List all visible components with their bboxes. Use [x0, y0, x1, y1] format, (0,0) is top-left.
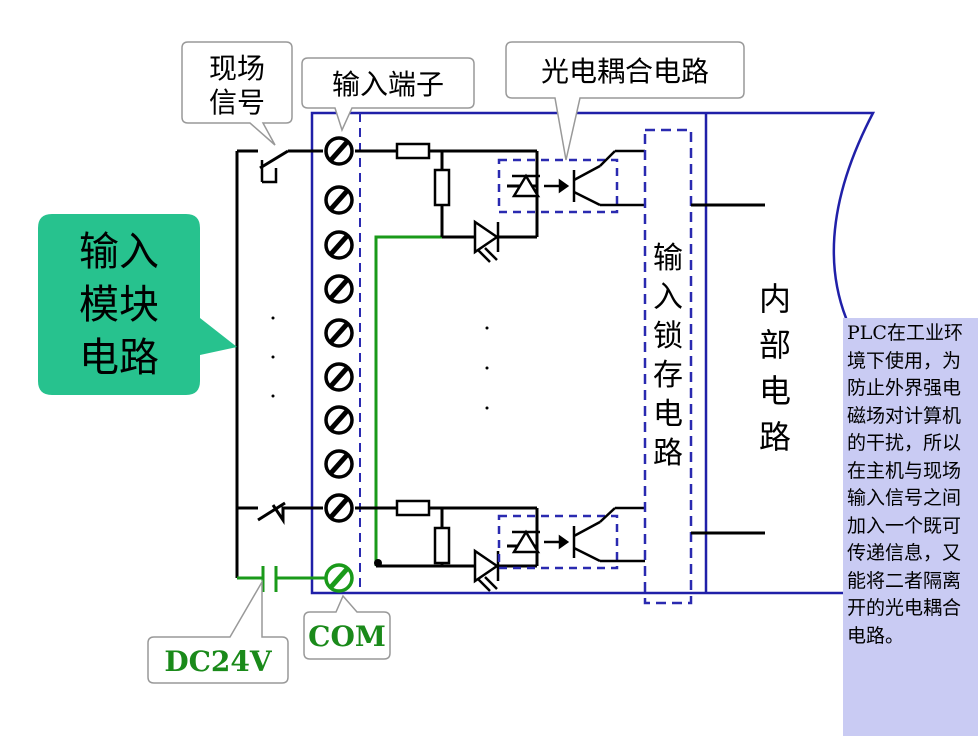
explanation-note: PLC在工业环境下使用，为防止外界强电磁场对计算机的干扰，所以在主机与现场输入信…	[843, 318, 978, 736]
dc24v-label: DC24V	[164, 645, 273, 678]
opto-led	[511, 173, 541, 198]
com-callout	[303, 594, 391, 660]
terminal-slot	[329, 366, 349, 388]
input-module-line1: 输入	[79, 229, 159, 275]
dot	[485, 366, 489, 370]
phototransistor-emitter	[573, 546, 601, 563]
top-led-indicator	[473, 219, 500, 263]
internal-circuit-label: 内 部 电 路	[759, 280, 791, 456]
module-frame	[310, 111, 878, 595]
led-triangle	[473, 548, 500, 584]
terminal-slot	[329, 140, 349, 162]
input-latch-label: 输 入 锁 存 电 路	[653, 241, 683, 471]
bottom-switch-blade	[257, 501, 286, 522]
ellipsis-dots-middle	[485, 326, 489, 410]
led-triangle	[473, 219, 500, 255]
top-optocoupler-box	[497, 158, 619, 214]
latch-char: 输	[653, 241, 683, 276]
internal-char: 电	[759, 372, 791, 410]
bottom-optocoupler-box	[497, 514, 619, 570]
terminal-slot	[329, 322, 349, 344]
dot	[485, 406, 489, 410]
terminal-slot	[329, 497, 349, 519]
com-label: COM	[308, 620, 386, 653]
latch-char: 存	[653, 358, 683, 393]
input-module-line3: 电路	[79, 335, 159, 381]
phototransistor-emitter	[573, 190, 601, 207]
terminal-slot	[329, 278, 349, 300]
output-wire	[599, 507, 616, 523]
opto-led	[511, 529, 541, 554]
top-switch-blade	[259, 149, 289, 170]
input-module-line2: 模块	[79, 282, 159, 328]
dc24v-callout	[147, 579, 289, 684]
terminal-slot	[329, 567, 349, 589]
led-ray	[477, 249, 491, 263]
opto-arrowhead	[558, 178, 570, 194]
input-terminal-callout	[301, 57, 475, 133]
bottom-optocoupler	[511, 506, 645, 563]
latch-char: 电	[653, 397, 683, 432]
phototransistor-collector	[573, 520, 601, 538]
terminal-slot	[329, 189, 349, 211]
optocoupler-callout	[505, 41, 745, 161]
internal-char: 路	[759, 418, 791, 456]
latch-char: 路	[653, 436, 683, 471]
led-ray	[477, 578, 491, 592]
junction-dot	[374, 559, 382, 567]
top-switch-contact	[262, 168, 278, 184]
bottom-channel-circuit	[355, 499, 539, 568]
latch-char: 锁	[653, 319, 683, 354]
output-wire	[599, 150, 616, 167]
shunt-resistor	[433, 526, 451, 565]
shunt-resistor	[433, 168, 451, 207]
dot	[271, 394, 275, 398]
internal-char: 内	[759, 280, 791, 318]
terminal-slot	[329, 409, 349, 431]
latch-char: 入	[653, 280, 683, 315]
internal-char: 部	[759, 326, 791, 364]
series-resistor	[395, 142, 431, 160]
led-ray	[484, 576, 498, 590]
series-resistor	[395, 499, 431, 517]
terminal-slot	[329, 453, 349, 475]
bottom-led-indicator	[473, 548, 500, 592]
dot	[271, 355, 275, 359]
top-optocoupler	[511, 149, 645, 207]
field-signal-line2: 信号	[209, 86, 265, 119]
terminal-slot	[329, 234, 349, 256]
terminal-screws	[324, 136, 354, 593]
field-signal-callout	[181, 41, 293, 146]
com-green-wire	[374, 235, 442, 566]
input-terminal-label: 输入端子	[332, 68, 444, 101]
input-latch-box	[643, 128, 693, 605]
dot	[485, 326, 489, 330]
optocoupler-label: 光电耦合电路	[541, 55, 709, 88]
field-signal-line1: 现场	[209, 52, 265, 85]
led-ray	[484, 247, 498, 261]
ellipsis-dots-left	[271, 316, 275, 398]
dot	[271, 316, 275, 320]
phototransistor-collector	[573, 164, 601, 182]
bottom-switch-hook	[271, 504, 323, 525]
opto-arrowhead	[558, 534, 570, 550]
top-channel-circuit	[355, 142, 539, 239]
input-module-callout	[38, 214, 237, 395]
